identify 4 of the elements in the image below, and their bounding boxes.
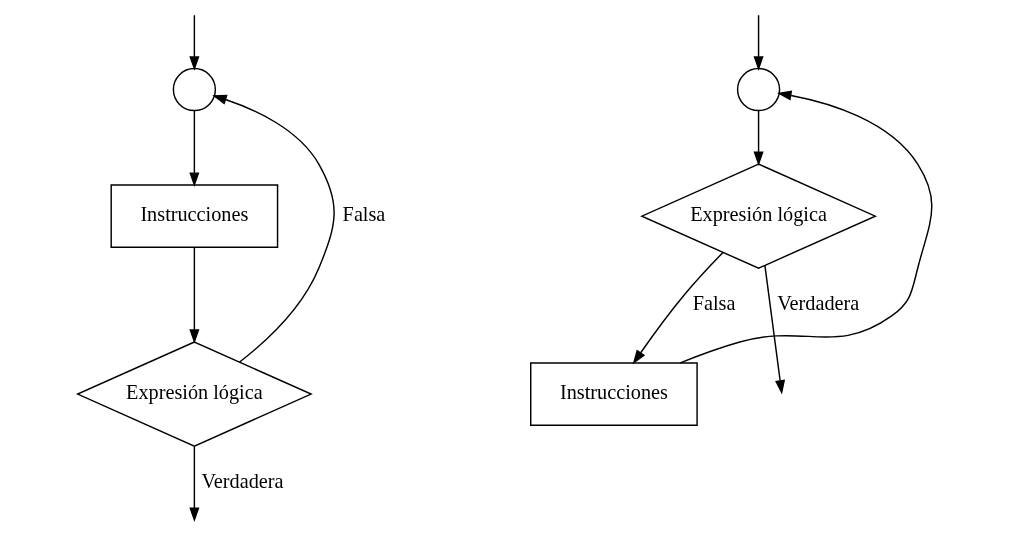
edge-label: Verdadera (201, 470, 284, 493)
edge-label: Falsa (692, 292, 736, 315)
edge-label: Verdadera (777, 292, 860, 315)
edge-label: Falsa (342, 203, 386, 226)
